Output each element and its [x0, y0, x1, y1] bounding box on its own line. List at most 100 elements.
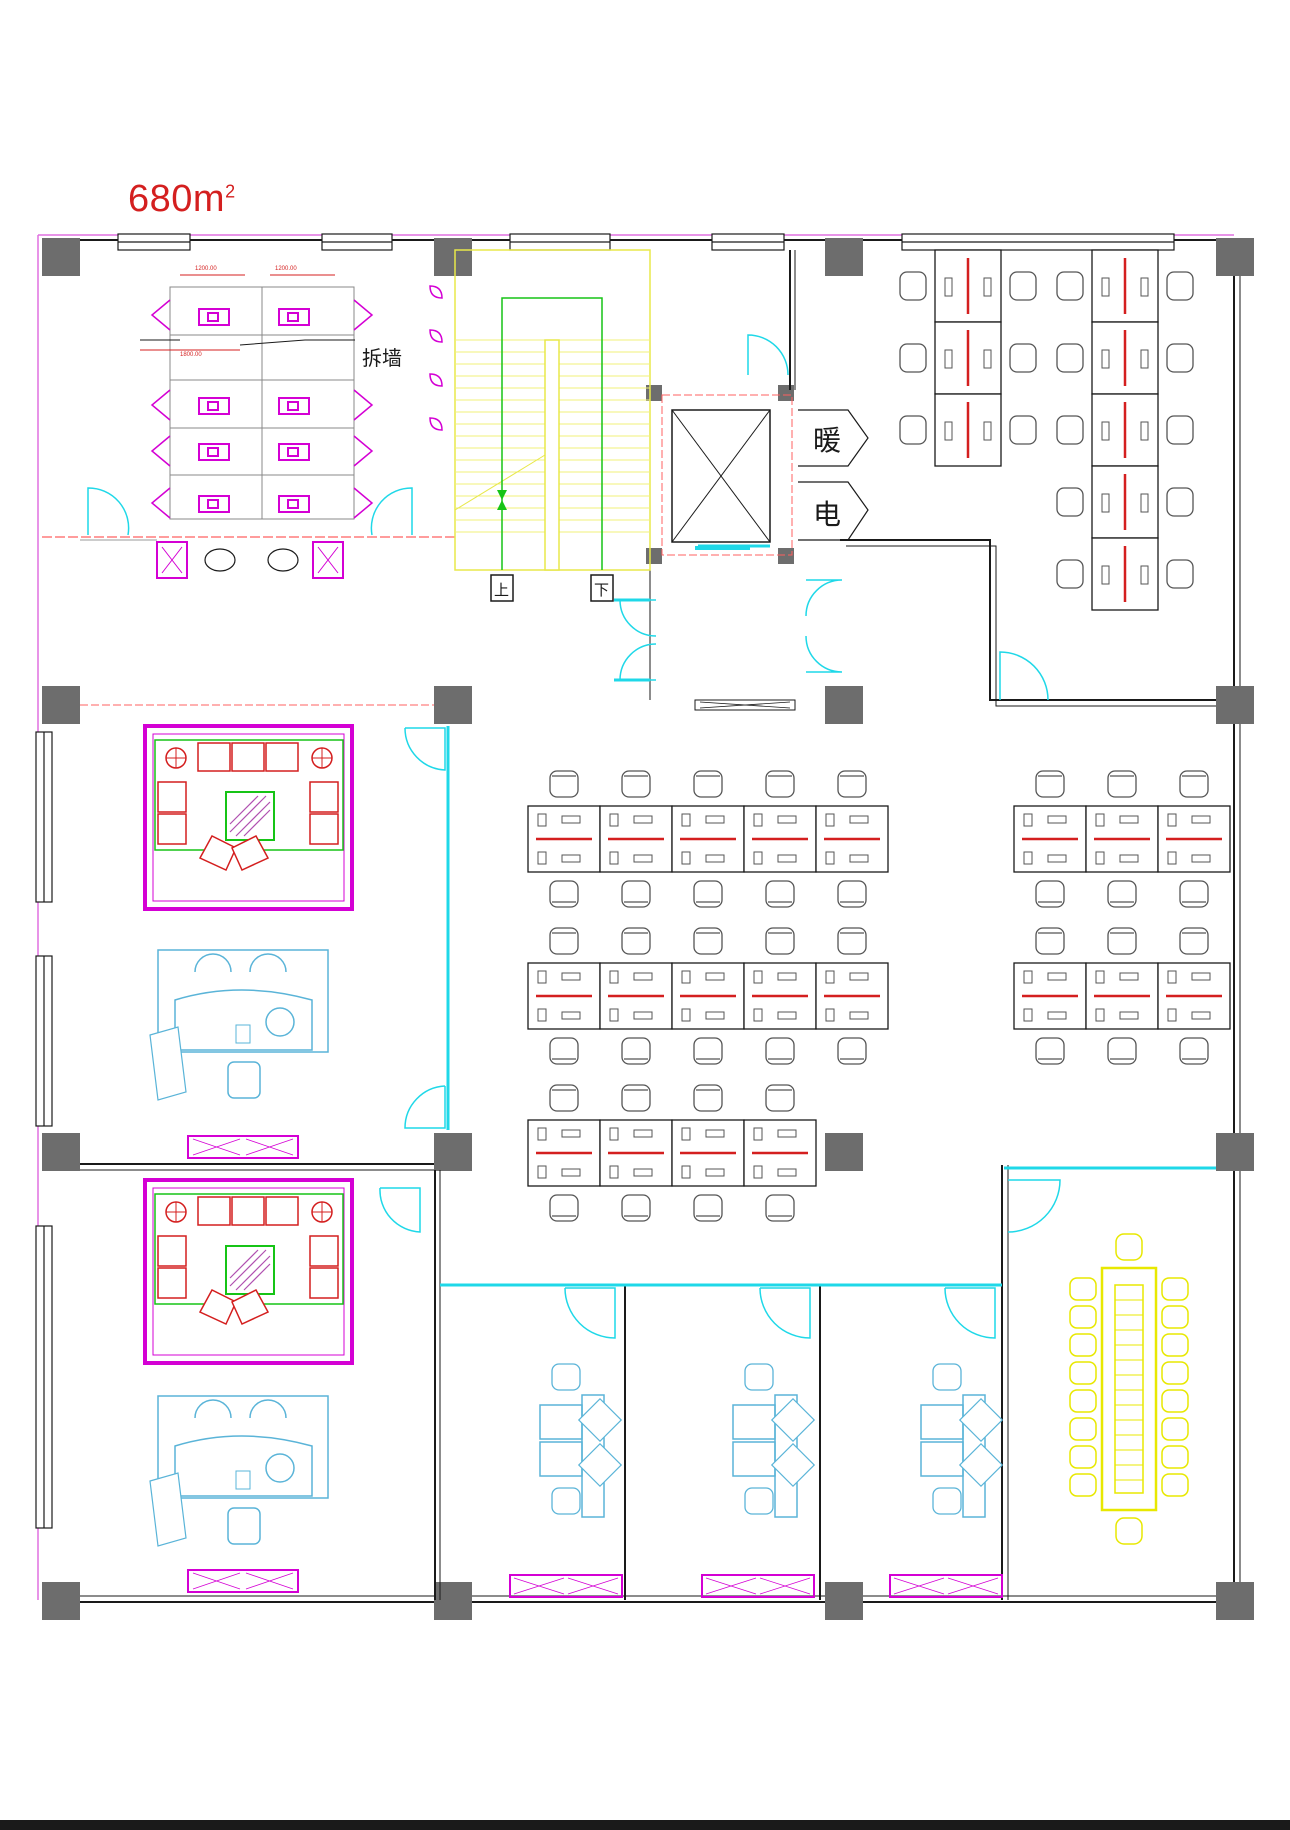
- office-chair: [899, 271, 927, 301]
- stair-up-label: 上: [494, 581, 509, 599]
- office-chair: [1009, 271, 1037, 301]
- utility-shafts: 暖 电: [798, 409, 869, 541]
- office-chair: [837, 880, 867, 908]
- door-swing: [944, 1287, 996, 1339]
- desk-pair: [1091, 249, 1159, 323]
- office-chair: [549, 1037, 579, 1065]
- office-chair: [1166, 415, 1194, 445]
- office-cabinets: [509, 1574, 1003, 1598]
- door-swing: [379, 1187, 421, 1233]
- office-chair: [1179, 1037, 1209, 1065]
- restroom: 1200.00 1200.00 1800.00 拆墙: [42, 266, 455, 579]
- office-chair: [1166, 487, 1194, 517]
- desk-pair: [743, 1119, 817, 1187]
- manager-desks: [539, 1363, 1004, 1518]
- dimension-label: 1800.00: [180, 352, 202, 358]
- structural-columns: [42, 238, 1254, 1620]
- office-chair: [1166, 271, 1194, 301]
- office-chair: [1056, 343, 1084, 373]
- office-chair: [765, 1037, 795, 1065]
- office-chair: [621, 770, 651, 798]
- desk-pair: [671, 962, 745, 1030]
- office-chair: [1179, 927, 1209, 955]
- office-chair: [1166, 559, 1194, 589]
- office-chair: [837, 1037, 867, 1065]
- manager-desk: [539, 1363, 623, 1518]
- desk-pair: [1085, 962, 1159, 1030]
- office-chair: [765, 1194, 795, 1222]
- door-swing: [759, 1287, 811, 1339]
- elevator: [619, 334, 843, 711]
- desk-pair: [671, 1119, 745, 1187]
- office-chair: [693, 927, 723, 955]
- office-chair: [621, 1194, 651, 1222]
- office-chair: [1166, 343, 1194, 373]
- demolish-wall-label: 拆墙: [362, 346, 402, 370]
- office-chair: [1035, 1037, 1065, 1065]
- desk-pair: [1085, 805, 1159, 873]
- desk-pair: [599, 1119, 673, 1187]
- office-chair: [1056, 559, 1084, 589]
- desk-pair: [527, 962, 601, 1030]
- office-chair: [549, 927, 579, 955]
- door-swing: [404, 727, 446, 771]
- workstations: [527, 249, 1231, 1222]
- manager-desk: [732, 1363, 816, 1518]
- hvac-label: 暖: [813, 424, 841, 457]
- area-value: 680m: [128, 178, 226, 220]
- office-chair: [693, 1084, 723, 1112]
- area-unit: 2: [225, 181, 236, 202]
- executive-office-2: [143, 1178, 354, 1593]
- office-chair: [1107, 927, 1137, 955]
- door-swing: [1007, 1179, 1061, 1233]
- desk-pair: [1091, 393, 1159, 467]
- office-chair: [765, 880, 795, 908]
- office-chair: [837, 770, 867, 798]
- office-chair: [1179, 880, 1209, 908]
- left-windows: [35, 731, 53, 1529]
- office-chair: [1056, 415, 1084, 445]
- dimension-label: 1200.00: [275, 266, 297, 272]
- office-chair: [899, 415, 927, 445]
- desk-pair: [1091, 465, 1159, 539]
- office-chair: [693, 1037, 723, 1065]
- office-chair: [765, 770, 795, 798]
- office-chair: [1179, 770, 1209, 798]
- office-chair: [549, 770, 579, 798]
- bottom-bar: [0, 1820, 1290, 1830]
- desk-pair: [743, 805, 817, 873]
- desk-pair: [527, 1119, 601, 1187]
- office-chair: [549, 1084, 579, 1112]
- top-windows: [117, 233, 1175, 251]
- office-chair: [1035, 880, 1065, 908]
- desk-pair: [1013, 805, 1087, 873]
- desk-pair: [1091, 537, 1159, 611]
- desk-pair: [934, 249, 1002, 323]
- desk-pair: [743, 962, 817, 1030]
- office-chair: [621, 1084, 651, 1112]
- area-title: 680m2: [128, 178, 236, 221]
- desk-pair: [1157, 962, 1231, 1030]
- stairwell: 上 下: [454, 249, 651, 602]
- desk-pair: [599, 805, 673, 873]
- office-chair: [1009, 415, 1037, 445]
- office-chair: [1107, 770, 1137, 798]
- interior-walls: [80, 250, 1216, 1600]
- office-chair: [1035, 770, 1065, 798]
- dimension-label: 1200.00: [195, 266, 217, 272]
- office-chair: [1107, 1037, 1137, 1065]
- door-swing: [404, 1085, 446, 1129]
- office-chair: [549, 1194, 579, 1222]
- desk-pair: [1157, 805, 1231, 873]
- office-chair: [621, 880, 651, 908]
- door-swing: [564, 1287, 616, 1339]
- desk-pair: [934, 321, 1002, 395]
- desk-pair: [815, 962, 889, 1030]
- office-chair: [1056, 271, 1084, 301]
- office-chair: [693, 770, 723, 798]
- desk-pair: [815, 805, 889, 873]
- conference-room: [1069, 1233, 1189, 1545]
- desk-pair: [1091, 321, 1159, 395]
- desk-pair: [671, 805, 745, 873]
